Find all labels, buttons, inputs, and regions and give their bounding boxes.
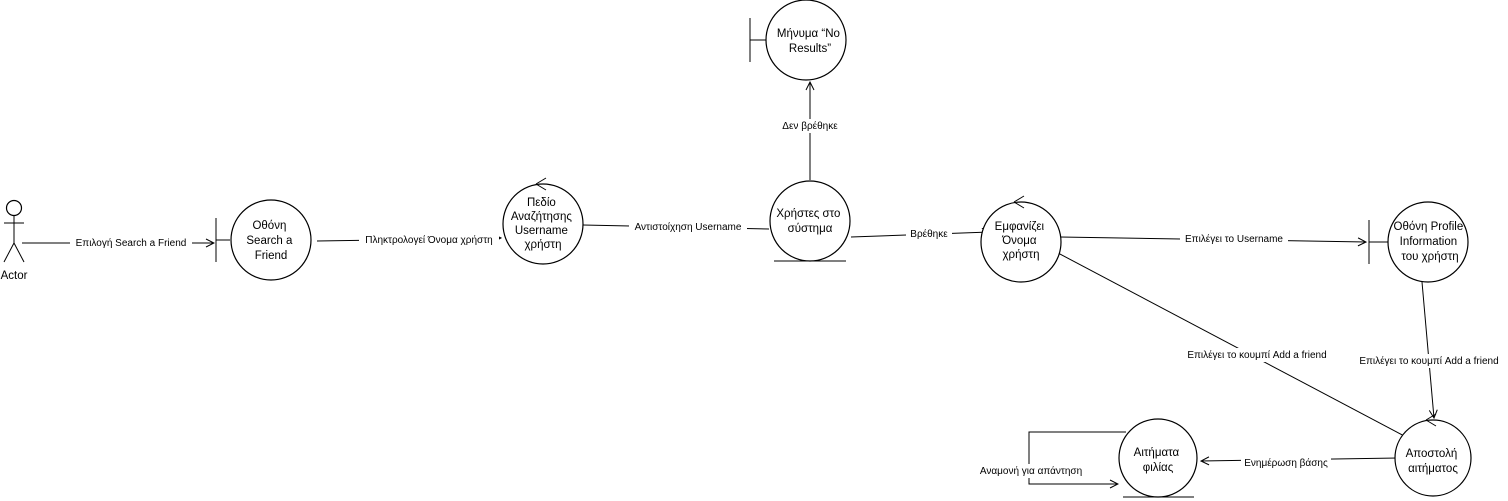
send-request-label: Αποστολή αιτήματος — [1406, 448, 1461, 475]
profile-screen-label: Οθόνη Profile Information του χρήστη — [1394, 221, 1467, 263]
edge-found[interactable]: Βρέθηκε — [850, 227, 990, 241]
edge-add-friend-from-list[interactable]: Επιλέγει το κουμπί Add a friend — [1057, 252, 1410, 439]
edge-type-username[interactable]: Πληκτρολογεί Όνομα χρήστη — [316, 233, 501, 247]
send-request-control[interactable]: Αποστολή αιτήματος — [1394, 413, 1472, 497]
search-screen-boundary[interactable]: Οθόνη Search a Friend — [215, 199, 312, 281]
edges: Επιλογή Search a Friend Πληκτρολογεί Όνο… — [22, 82, 1507, 484]
edge-add-friend-from-profile[interactable]: Επιλέγει το κουμπί Add a friend — [1351, 281, 1507, 418]
edge-label-wait-reply: Αναμονή για απάντηση — [980, 465, 1082, 477]
no-results-boundary[interactable]: Μήνυμα “No Results” — [749, 0, 847, 81]
edge-label-select-username: Επιλέγει το Username — [1185, 233, 1283, 245]
users-system-entity[interactable]: Χρήστες στο σύστημα — [769, 180, 851, 262]
edge-label-found: Βρέθηκε — [910, 228, 948, 240]
edge-label-add-friend-from-profile: Επιλέγει το κουμπί Add a friend — [1359, 355, 1498, 367]
friend-requests-label: Αιτήματα φιλίας — [1134, 447, 1183, 474]
search-field-control[interactable]: Πεδίο Αναζήτησης Username χρήστη — [502, 177, 584, 265]
edge-label-select-search: Επιλογή Search a Friend — [76, 237, 187, 249]
users-system-label: Χρήστες στο σύστημα — [776, 208, 843, 235]
edge-update-db[interactable]: Ενημέρωση βάσης — [1201, 456, 1399, 470]
profile-screen-boundary[interactable]: Οθόνη Profile Information του χρήστη — [1368, 201, 1469, 283]
edge-label-match-username: Αντιστοίχηση Username — [635, 221, 742, 233]
actor-label: Actor — [1, 270, 28, 282]
edge-not-found[interactable]: Δεν βρέθηκε — [774, 82, 846, 180]
actor-icon — [3, 199, 25, 263]
no-results-label: Μήνυμα “No Results” — [777, 28, 843, 55]
edge-wait-reply[interactable]: Αναμονή για απάντηση — [974, 431, 1126, 484]
edge-label-not-found: Δεν βρέθηκε — [782, 120, 838, 132]
edge-select-search[interactable]: Επιλογή Search a Friend — [22, 236, 214, 250]
edge-match-username[interactable]: Αντιστοίχηση Username — [582, 220, 770, 234]
search-field-label: Πεδίο Αναζήτησης Username χρήστη — [511, 197, 575, 251]
edge-label-add-friend-from-list: Επιλέγει το κουμπί Add a friend — [1187, 349, 1326, 361]
show-username-label: Εμφανίζει Όνομα χρήστη — [995, 221, 1048, 261]
edge-select-username[interactable]: Επιλέγει το Username — [1059, 232, 1366, 246]
edge-label-update-db: Ενημέρωση βάσης — [1244, 457, 1328, 469]
show-username-control[interactable]: Εμφανίζει Όνομα χρήστη — [980, 195, 1062, 283]
edge-label-type-username: Πληκτρολογεί Όνομα χρήστη — [365, 234, 492, 246]
search-screen-label: Οθόνη Search a Friend — [246, 220, 295, 262]
friend-requests-entity[interactable]: Αιτήματα φιλίας — [1118, 418, 1198, 498]
actor[interactable]: Actor — [1, 199, 28, 283]
